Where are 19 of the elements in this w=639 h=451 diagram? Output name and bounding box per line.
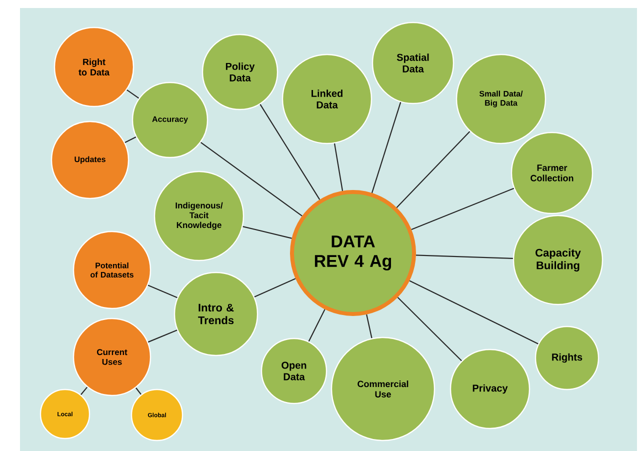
connector-line xyxy=(366,314,372,338)
connector-line xyxy=(409,280,538,344)
connector-line xyxy=(308,309,326,342)
connector-line xyxy=(148,330,178,343)
connector-line xyxy=(136,388,142,395)
connector-line xyxy=(242,226,292,239)
connector-line xyxy=(411,188,514,230)
connector-line xyxy=(124,136,136,143)
connector-line xyxy=(397,296,462,362)
connector-line xyxy=(334,143,344,191)
connector-line xyxy=(416,254,513,260)
connector-line xyxy=(260,104,320,200)
connector-line xyxy=(200,142,302,216)
connector-line xyxy=(126,89,140,99)
connector-line xyxy=(254,278,296,298)
connector-line xyxy=(396,131,470,208)
connector-line xyxy=(80,386,88,395)
connector-line xyxy=(148,284,178,298)
connector-line xyxy=(371,102,402,194)
